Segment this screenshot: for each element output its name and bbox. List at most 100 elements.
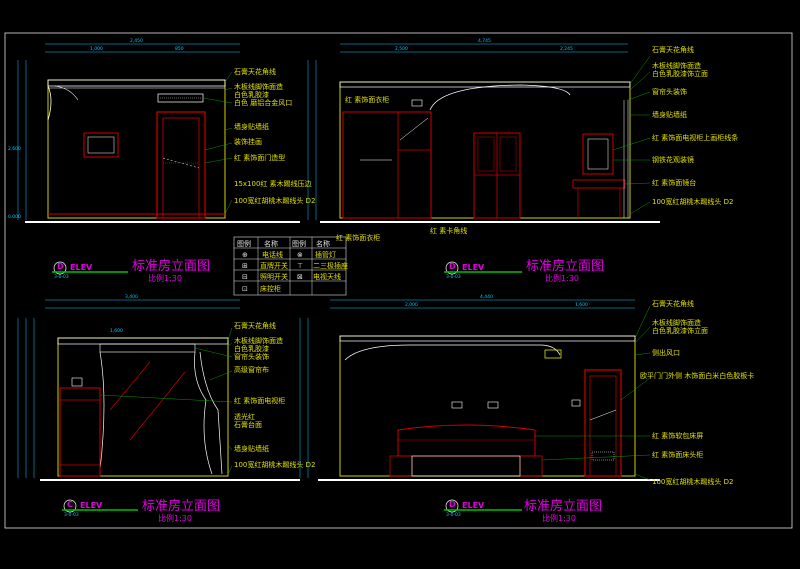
annotation-b-left-0: 红 素饰面衣柜 [345,95,389,104]
annotation-b-4: 墙身贴墙纸 [652,110,687,119]
marker-sheet: 3-0-03 [446,274,461,280]
annotation-d-3: 侧出风口 [652,348,680,357]
wall-outline [57,337,229,477]
nightstand-right [519,455,543,477]
dim-top-2: 2,000 [405,302,418,308]
dim-top-2: 1,000 [90,46,103,52]
annotation-a-8: 100宽红胡桃木踢线头 D2 [234,196,315,205]
annotation-d-6: 红 素饰面床头柜 [652,450,703,459]
mirror-glass [587,138,609,170]
symbol-legend: 图例 名称 图例 名称 ⊕ 电话线 ⊗ 插管灯 ⊞ 直牌开关 ⊤ 二三极插座 ⊟… [233,236,348,296]
annotation-c-3: 窗帘头装饰 [234,352,269,361]
legend-cell: 照明开关 [260,272,288,281]
window-glass-diag [109,361,151,411]
legend-cell: 直牌开关 [260,261,288,270]
curtain [623,100,629,218]
annotation-c-4: 高级窗帘布 [234,365,269,374]
panel-scale: 比例1:30 [158,513,192,523]
annotation-c-9: 100宽红胡桃木踢线头 D2 [234,460,315,469]
marker-letter: D [57,262,64,271]
cornice [339,335,636,342]
wall-light [544,349,562,359]
legend-header-3: 名称 [316,239,330,248]
marker-sheet: 3-0-03 [54,274,69,280]
annotation-a-2: 白色乳胶漆 [234,90,269,99]
annotation-c-5: 红 素饰面电视柜 [234,396,285,405]
sheet-border [4,32,793,529]
cornice-arc [48,85,225,101]
marker-sheet: 3-0-03 [64,512,79,518]
elevation-panel-d: 4,440 2,000 1,600 石 [299,294,754,523]
curtain-pelmet [99,343,196,353]
annotation-b-5: 红 素饰面电视柜上画柜线条 [652,133,738,142]
annotation-b-8: 100宽红胡桃木踢线头 D2 [652,197,733,206]
nightstand-left [389,455,413,477]
dim-top-1: 4,745 [478,38,491,44]
annotation-b-1: 木板线脚饰面造 [652,61,701,70]
legend-cell: ⊤ [297,262,303,270]
elevation-panel-b: 4,745 2,500 2,245 红 素饰面衣柜 红 素饰面衣柜 红 [307,38,738,283]
annotation-c-2: 白色乳胶漆 [234,344,269,353]
dim-top-2: 2,500 [395,46,408,52]
legend-header-1: 名称 [264,239,278,248]
mirror-frame [582,133,614,175]
annotation-d-4: 欧平门门外侧 木饰面白米白色胶板卡 [640,371,754,380]
panel-title: 标准房立面图 [524,498,602,514]
arch-soffit [429,84,571,111]
elev-marker [53,261,67,275]
legend-cell: 床控柜 [260,284,281,293]
annotation-b-left-1: 红 素饰面衣柜 [336,233,380,242]
dim-top-1: 4,440 [480,294,493,300]
annotation-a-3: 白色 磨铝合金风口 [234,98,292,107]
marker-label: ELEV [80,501,103,510]
annotation-b-2: 白色乳胶漆饰立面 [652,69,708,78]
wardrobe [342,111,432,219]
marker-label: ELEV [462,263,485,272]
door-frame [156,111,206,219]
annotation-c-0: 石膏天花角线 [234,321,276,330]
wall-painting [83,132,119,158]
annotation-b-3: 窗帘头装饰 [652,87,687,96]
curtain-left [99,351,105,471]
annotation-d-7: 100宽红胡桃木踢线头 D2 [652,477,733,486]
cornice [339,81,631,88]
legend-cell: 电话线 [262,250,283,259]
dresser-top [572,179,626,189]
legend-cell: 插管灯 [315,250,336,259]
legend-cell: ⊗ [297,251,303,259]
panel-title: 标准房立面图 [142,498,220,514]
annotation-a-7: 15x100红 素木踢线压边 [234,179,312,188]
marker-letter: D [449,500,456,509]
annotation-a-5: 装饰挂画 [234,137,262,146]
cornice [47,79,226,121]
panel-scale: 比例1:30 [542,513,576,523]
dim-side-1: 2,600 [8,146,21,152]
legend-cell: 电视天线 [313,272,341,281]
arch-soffit [344,344,561,361]
leader-lines [612,55,651,215]
marker-letter: D [449,262,456,271]
painting-inner [87,136,115,154]
wall-outline [339,335,636,477]
annotation-b-7: 红 素饰面镜台 [652,178,696,187]
wardrobe-diagonal [399,117,429,141]
annotation-a-1: 木板线脚饰面造 [234,82,283,91]
legend-cell: ⊕ [242,251,248,259]
elevation-panel-a: 2,450 1,000 850 2,600 0.000 [8,38,315,283]
annotation-b-0: 石膏天花角线 [652,45,694,54]
tv-cabinet [59,387,101,477]
annotation-a-6: 红 素饰面门造型 [234,153,285,162]
wall-outline [47,79,226,219]
annotation-d-1: 木板线脚饰面造 [652,318,701,327]
bed-base [411,455,521,477]
cornice [57,337,229,345]
legend-cell: ⊡ [242,285,248,293]
annotation-d-0: 石膏天花角线 [652,299,694,308]
annotation-d-5: 红 素饰软包床屏 [652,431,703,440]
legend-cell: ⊠ [297,273,303,281]
legend-cell: ⊞ [242,262,248,270]
marker-sheet: 3-0-03 [446,512,461,518]
dim-top-1: 2,450 [130,38,143,44]
